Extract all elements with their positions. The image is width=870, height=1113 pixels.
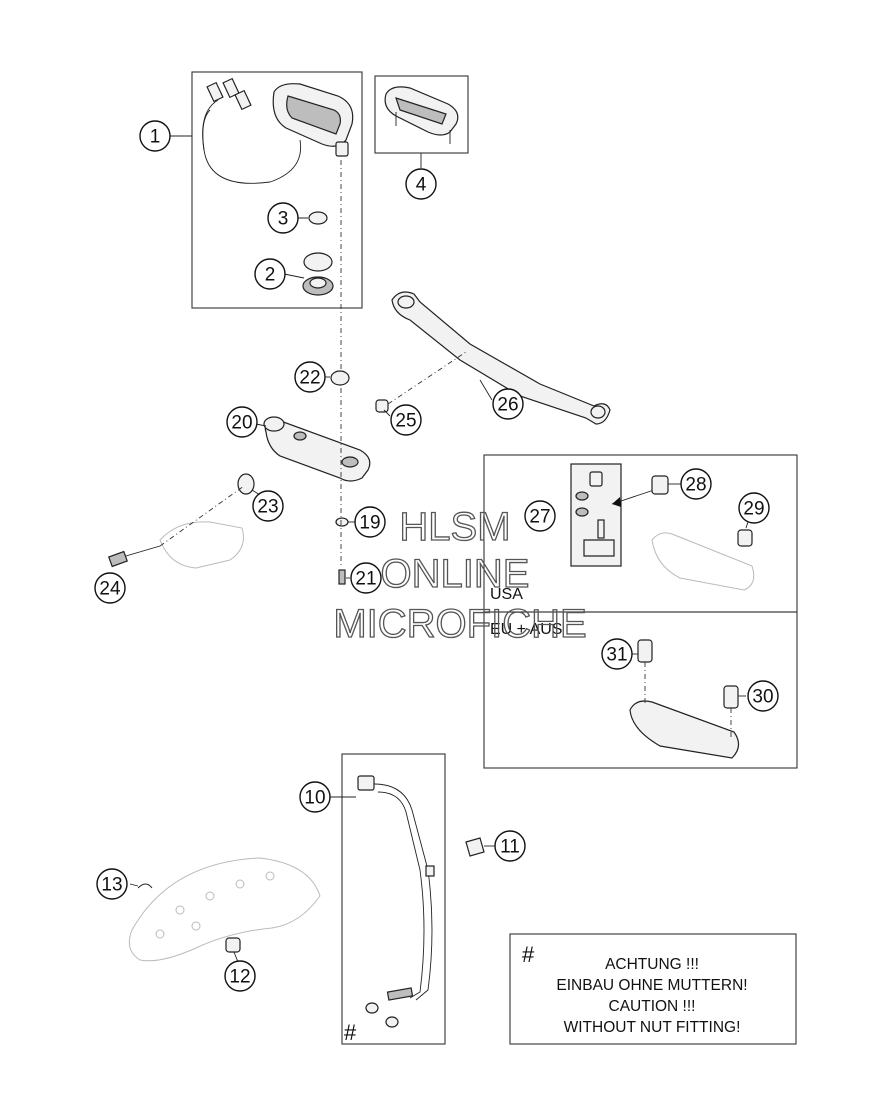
callout-11[interactable]: 11	[494, 830, 526, 862]
spacer-part-25[interactable]	[375, 399, 389, 413]
svg-text:26: 26	[497, 395, 518, 416]
svg-text:23: 23	[257, 497, 278, 518]
sensor-washer-2	[385, 1016, 399, 1028]
callout-1[interactable]: 1	[139, 120, 171, 152]
svg-text:19: 19	[359, 513, 380, 534]
callout-20[interactable]: 20	[226, 406, 258, 438]
svg-text:28: 28	[685, 475, 706, 496]
svg-text:21: 21	[355, 569, 376, 590]
eu-clamp-detail	[629, 639, 740, 759]
usa-clamp-detail	[651, 475, 755, 591]
svg-text:24: 24	[99, 579, 121, 600]
svg-text:30: 30	[752, 687, 773, 708]
rubber-grommet-part[interactable]	[302, 252, 334, 296]
svg-text:31: 31	[606, 645, 627, 666]
usa-label: USA	[490, 586, 523, 603]
callout-26[interactable]: 26	[492, 388, 524, 420]
callout-31[interactable]: 31	[601, 638, 633, 670]
cap-part[interactable]	[308, 211, 328, 225]
svg-text:2: 2	[265, 265, 276, 286]
callout-19[interactable]: 19	[354, 506, 386, 538]
triple-clamp[interactable]	[263, 416, 371, 482]
note-line-3: CAUTION !!!	[609, 998, 696, 1015]
svg-text:13: 13	[101, 875, 122, 896]
watermark-line-2: ONLINE	[381, 552, 530, 596]
clip-part-11[interactable]	[465, 837, 485, 857]
callout-2[interactable]: 2	[254, 258, 286, 290]
sensor-group-box	[341, 753, 446, 1045]
eu-variant-box	[483, 611, 798, 769]
cover-group-box	[374, 75, 469, 154]
speed-sensor[interactable]	[357, 775, 435, 1001]
callout-21[interactable]: 21	[350, 562, 382, 594]
svg-text:25: 25	[395, 411, 416, 432]
callout-10[interactable]: 10	[299, 781, 331, 813]
svg-text:10: 10	[304, 788, 325, 809]
usa-nut-detail	[570, 463, 655, 567]
svg-text:12: 12	[229, 967, 250, 988]
svg-text:1: 1	[150, 127, 161, 148]
watermark-line-1: HLSM	[399, 505, 510, 549]
callout-24[interactable]: 24	[94, 572, 126, 604]
callout-4[interactable]: 4	[405, 168, 437, 200]
callout-29[interactable]: 29	[738, 492, 770, 524]
bolt-part-24[interactable]	[108, 545, 161, 568]
svg-text:20: 20	[231, 413, 252, 434]
circlip-part-13[interactable]	[137, 883, 153, 889]
support-bracket[interactable]	[391, 291, 611, 425]
svg-text:29: 29	[743, 499, 764, 520]
svg-text:3: 3	[278, 209, 289, 230]
speedometer-cover[interactable]	[384, 86, 459, 144]
svg-text:22: 22	[299, 368, 320, 389]
note-box	[509, 933, 797, 1045]
callout-30[interactable]: 30	[747, 680, 779, 712]
callout-28[interactable]: 28	[680, 468, 712, 500]
callout-23[interactable]: 23	[252, 490, 284, 522]
bushing-part-23[interactable]	[237, 473, 255, 495]
eu-aus-label: EU + AUS	[490, 621, 562, 638]
callout-22[interactable]: 22	[294, 361, 326, 393]
svg-text:27: 27	[529, 507, 550, 528]
note-hash-symbol: #	[522, 942, 535, 967]
callout-27[interactable]: 27	[524, 500, 556, 532]
note-line-1: ACHTUNG !!!	[605, 956, 699, 973]
callout-12[interactable]: 12	[224, 960, 256, 992]
note-line-2: EINBAU OHNE MUTTERN!	[556, 977, 747, 994]
sleeve-part-12[interactable]	[225, 937, 241, 953]
callout-3[interactable]: 3	[267, 202, 299, 234]
svg-text:4: 4	[416, 175, 427, 196]
washer-part-19[interactable]	[335, 517, 349, 527]
svg-text:11: 11	[500, 837, 520, 858]
callout-25[interactable]: 25	[390, 404, 422, 436]
sensor-hash-symbol: #	[344, 1020, 357, 1045]
watermark-line-3: MICROFICHE	[333, 602, 586, 646]
brake-disc-outline	[128, 857, 321, 962]
ghost-frame-outline	[159, 521, 244, 569]
screw-part-21[interactable]	[338, 569, 346, 585]
note-line-4: WITHOUT NUT FITTING!	[564, 1019, 741, 1036]
speedometer-group-box	[191, 71, 363, 309]
callout-13[interactable]: 13	[96, 868, 128, 900]
speedometer-unit[interactable]	[202, 77, 354, 184]
nut-part-22[interactable]	[330, 370, 350, 386]
sensor-washer	[365, 1002, 379, 1014]
